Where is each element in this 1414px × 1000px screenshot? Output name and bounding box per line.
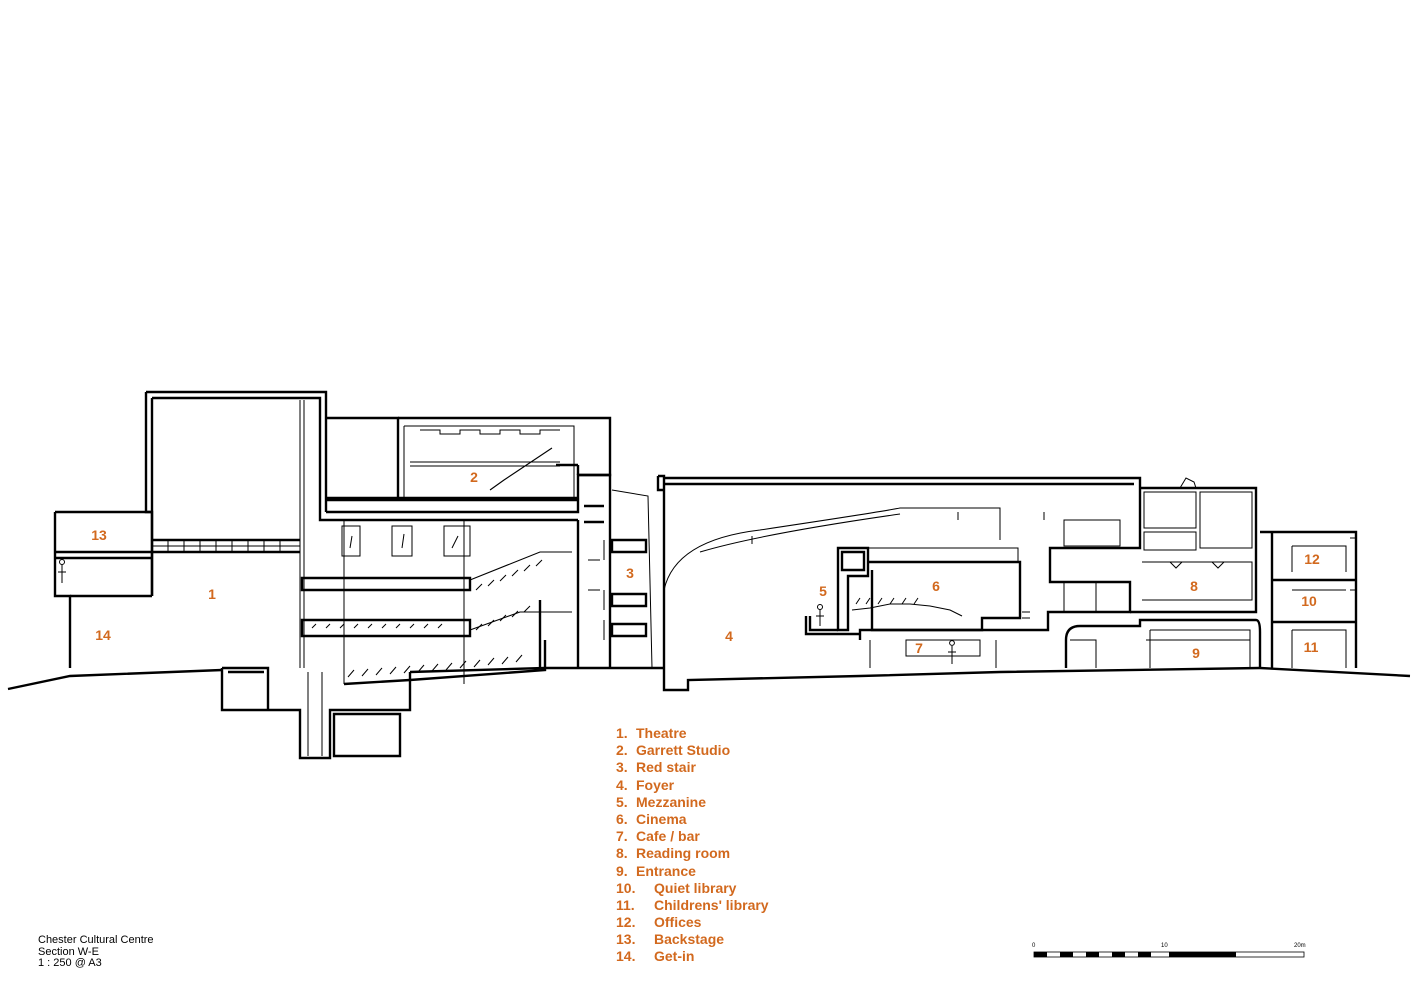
room-label-foyer: 4 (725, 628, 733, 644)
legend-number: 12. (616, 914, 636, 931)
legend-number: 7. (616, 828, 628, 845)
legend-label: Get-in (654, 948, 695, 965)
scale-label-10: 10 (1161, 943, 1168, 949)
legend-label: Backstage (654, 931, 725, 948)
legend-number: 14. (616, 948, 636, 965)
legend-label: Entrance (636, 862, 696, 879)
room-label-reading-room: 8 (1190, 578, 1198, 594)
room-labels: 1 2 3 4 5 6 7 8 9 10 11 12 13 14 (91, 469, 1320, 661)
legend-label: Foyer (636, 776, 675, 793)
legend-number: 1. (616, 725, 628, 741)
legend-item: 7. Cafe / bar (616, 828, 769, 845)
legend-number: 3. (616, 759, 628, 776)
room-label-cafe-bar: 7 (915, 640, 923, 656)
legend-item: 14. Get-in (616, 948, 769, 965)
room-label-garrett-studio: 2 (470, 469, 478, 485)
project-name: Chester Cultural Centre (38, 934, 154, 946)
legend-item: 11. Childrens' library (616, 897, 769, 914)
red-stair-block (576, 473, 653, 669)
legend-item: 9. Entrance (616, 863, 769, 880)
cafe-library-lower (869, 618, 1262, 668)
legend-label: Cafe / bar (636, 828, 700, 845)
legend-label: Red stair (636, 759, 696, 776)
room-label-red-stair: 3 (626, 565, 634, 581)
legend-item: 8. Reading room (616, 845, 769, 862)
room-label-cinema: 6 (932, 578, 940, 594)
legend-label: Quiet library (654, 879, 737, 896)
room-label-entrance: 9 (1192, 645, 1200, 661)
legend-number: 4. (616, 776, 628, 793)
room-label-backstage: 13 (91, 527, 107, 543)
room-label-quiet-library: 10 (1301, 593, 1317, 609)
legend-number: 6. (616, 810, 628, 827)
legend-label: Cinema (636, 810, 687, 827)
legend-item: 4. Foyer (616, 777, 769, 794)
legend-item: 6. Cinema (616, 811, 769, 828)
library-upper (1130, 477, 1258, 614)
room-label-theatre: 1 (208, 586, 216, 602)
scale-label-0: 0 (1032, 943, 1036, 949)
legend-number: 13. (616, 931, 636, 948)
east-library-stack (1260, 530, 1358, 668)
theatre-fly-tower (144, 390, 412, 760)
room-legend: 1. Theatre 2. Garrett Studio 3. Red stair 4… (616, 725, 769, 966)
legend-item: 12. Offices (616, 914, 769, 931)
legend-item: 5. Mezzanine (616, 794, 769, 811)
room-label-childrens-library: 11 (1304, 639, 1319, 655)
room-label-get-in: 14 (95, 627, 111, 643)
legend-number: 2. (616, 742, 628, 759)
legend-item: 10. Quiet library (616, 880, 769, 897)
room-label-mezzanine: 5 (819, 583, 827, 599)
scale-bar: 0 10 20m (1032, 943, 1306, 958)
cinema-block (804, 546, 1030, 636)
title-block: Chester Cultural Centre Section W-E 1 : … (38, 934, 154, 970)
legend-number: 9. (616, 862, 628, 879)
legend-item: 2. Garrett Studio (616, 742, 769, 759)
legend-item: 13. Backstage (616, 931, 769, 948)
legend-number: 5. (616, 793, 628, 810)
legend-number: 10. (616, 879, 636, 896)
legend-number: 8. (616, 845, 628, 862)
garrett-studio-block (398, 416, 612, 500)
legend-label: Mezzanine (636, 793, 707, 810)
legend-label: Theatre (636, 725, 687, 741)
drawing-name: Section W-E (38, 945, 99, 958)
legend-item: 3. Red stair (616, 759, 769, 776)
foyer-cinema-envelope (656, 474, 1261, 692)
legend-number: 11. (616, 896, 635, 913)
scale-label-20m: 20m (1294, 943, 1306, 949)
legend-label: Offices (654, 914, 702, 931)
room-label-offices: 12 (1304, 551, 1320, 567)
legend-item: 1. Theatre (616, 725, 769, 742)
legend-label: Childrens' library (654, 896, 769, 913)
legend-label: Reading room (636, 845, 731, 862)
legend-label: Garrett Studio (636, 742, 731, 759)
drawing-scale: 1 : 250 @ A3 (38, 957, 102, 969)
auditorium (300, 416, 580, 686)
